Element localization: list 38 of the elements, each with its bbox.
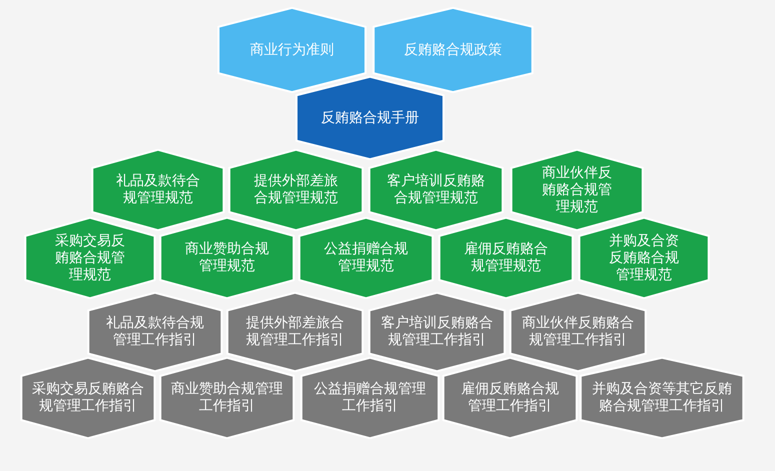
tile-label: 公益捐赠合规管理规范 (323, 241, 409, 275)
hexagon-tile (24, 217, 156, 299)
tile-label: 商业伙伴反贿赂合规管理工作指引 (521, 315, 635, 349)
hexagon-tile (578, 217, 710, 299)
tile-label: 客户培训反贿赂合规管理工作指引 (380, 315, 494, 349)
tile-label: 商业行为准则 (249, 42, 335, 58)
hexagon-tile (579, 357, 745, 439)
tile-label: 公益捐赠合规管理工作指引 (313, 381, 427, 415)
tile-label: 反贿赂合规手册 (320, 110, 420, 126)
hexagon-tile (368, 149, 504, 231)
tile-label: 礼品及款待合规管理工作指引 (105, 315, 205, 349)
tile-label: 并购及合资反贿赂合规管理规范 (608, 232, 680, 284)
hexagon-tile (438, 217, 574, 299)
tile-label: 雇佣反贿赂合规管理工作指引 (460, 381, 560, 415)
tile-label: 客户培训反贿赂合规管理规范 (386, 173, 486, 207)
tile-label: 采购交易反贿赂合规管理规范 (54, 232, 126, 284)
tile-label: 商业赞助合规管理规范 (184, 241, 270, 275)
tile-label: 提供外部差旅合规管理工作指引 (245, 315, 345, 349)
hexagon-tile (91, 149, 225, 231)
hexagon-tile (217, 7, 367, 93)
tile-label: 反贿赂合规政策 (403, 42, 503, 58)
hexagon-tile (20, 357, 156, 439)
hexagon-tile (300, 357, 440, 439)
tile-label: 商业赞助合规管理工作指引 (170, 381, 284, 415)
tile-label: 礼品及款待合规管理规范 (115, 173, 201, 207)
hexagon-tile (510, 149, 644, 231)
tile-label: 商业伙伴反贿赂合规管理规范 (541, 164, 613, 216)
tile-label: 并购及合资等其它反贿赂合规管理工作指引 (591, 381, 733, 415)
hexagon-tile (228, 149, 364, 231)
hexagon-tile (372, 7, 534, 93)
hexagon-tile (298, 217, 434, 299)
hexagon-tile (159, 357, 295, 439)
tile-label: 采购交易反贿赂合规管理工作指引 (31, 381, 145, 415)
tile-label: 提供外部差旅合规管理规范 (253, 173, 339, 207)
hexagon-tile (159, 217, 295, 299)
tile-label: 雇佣反贿赂合规管理规范 (463, 241, 549, 275)
hexagon-tile (442, 357, 578, 439)
hexagon-tile (295, 76, 445, 160)
